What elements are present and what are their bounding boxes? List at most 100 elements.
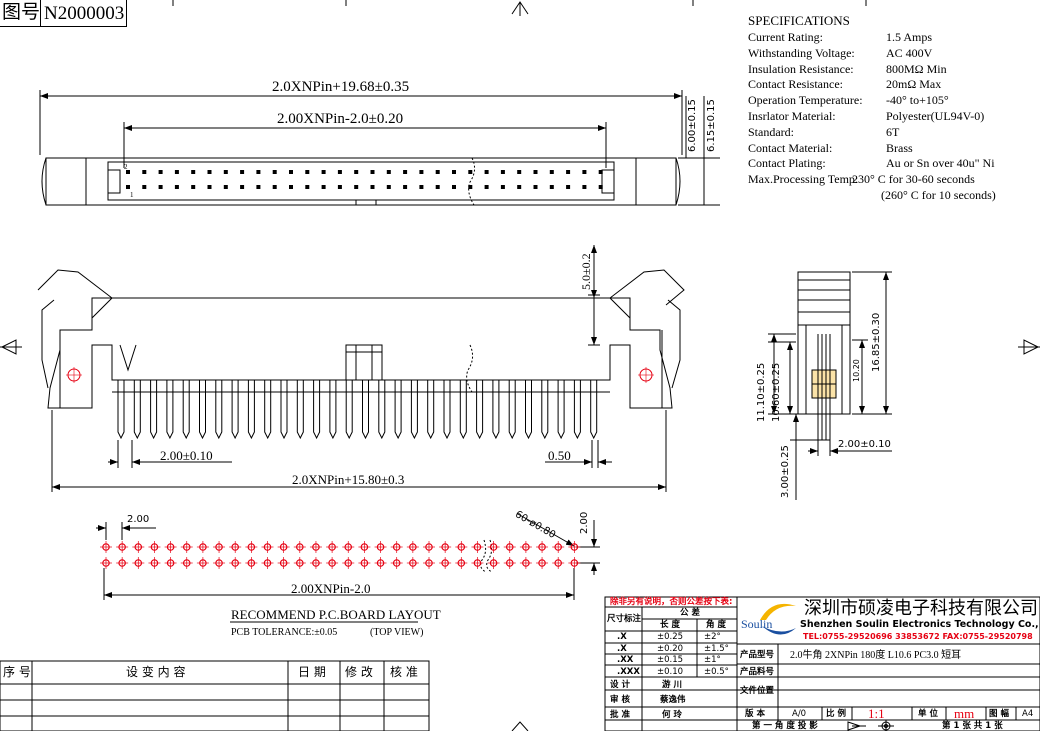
top-pin-square	[370, 185, 375, 189]
spec-key: Max.Processing Temp:	[748, 172, 859, 187]
top-pin-square	[321, 170, 326, 174]
front-pin	[443, 380, 451, 440]
spec-value: 20mΩ Max	[886, 77, 942, 92]
tolerance-angle: ±0.5°	[704, 666, 729, 677]
pcb-holes	[100, 541, 581, 569]
tb-version-label: 版 本	[745, 709, 765, 719]
top-pin-square	[321, 185, 326, 189]
dim-front-height: 5.0±0.2	[579, 253, 593, 290]
front-view-pins	[117, 380, 598, 440]
top-pin-square	[435, 170, 440, 174]
drawing-number-box: 图号 N2000003	[0, 0, 127, 27]
spec-key: Insrlator Material:	[748, 109, 836, 123]
top-pin-square	[598, 185, 603, 189]
tb-company-en: Shenzhen Soulin Electronics Technology C…	[800, 619, 1040, 630]
top-pin-square	[337, 170, 342, 174]
specifications-title: SPECIFICATIONS	[748, 13, 850, 28]
front-pin	[590, 380, 598, 440]
top-pin-square	[517, 170, 522, 174]
top-pin-square	[468, 170, 473, 174]
dim-top-h1: 6.00±0.15	[687, 99, 698, 152]
top-pin-square	[435, 185, 440, 189]
top-pin-square	[386, 170, 391, 174]
front-pin	[296, 380, 304, 440]
tb-design-name: 游 川	[662, 680, 682, 690]
pcb-tolerance: PCB TOLERANCE:±0.05	[231, 627, 338, 638]
front-pin	[329, 380, 337, 440]
top-pin-square	[403, 185, 408, 189]
tolerance-angle: ±2°	[704, 632, 721, 642]
top-pin-square	[142, 170, 147, 174]
top-pin-square	[289, 185, 293, 189]
title-block-lines	[604, 596, 1040, 731]
front-pin	[199, 380, 206, 440]
company-logo-swoosh	[760, 603, 796, 635]
tb-scale: 1:1	[868, 706, 885, 721]
front-pin	[264, 380, 272, 440]
spec-key: Operation Temperature:	[748, 93, 863, 108]
spec-key: Standard:	[748, 124, 794, 139]
top-pin-square	[452, 185, 456, 189]
dim-front-pin: 0.50	[548, 448, 571, 463]
top-pin-square	[223, 185, 228, 189]
tb-tel: TEL:0755-29520696 33853672 FAX:0755-2952…	[803, 632, 1033, 641]
drawing-number-label: 图号	[2, 1, 41, 23]
dim-top-pin2: 2	[124, 163, 128, 171]
front-pin	[427, 380, 435, 440]
tb-length: 长 度	[660, 620, 680, 630]
rev-header-modify: 修 改	[345, 665, 373, 679]
spec-value: -40° to+105°	[886, 93, 949, 108]
top-pin-square	[158, 170, 163, 174]
front-pin	[182, 380, 190, 440]
tb-file-label: 文件位置	[740, 686, 775, 696]
top-pin-square	[240, 185, 245, 189]
tb-size: A4	[1022, 709, 1034, 719]
dim-pcb-row: 2.00	[579, 511, 590, 534]
front-pin	[247, 380, 255, 440]
dim-top-h2: 6.15±0.15	[706, 99, 717, 152]
top-pin-square	[223, 170, 228, 174]
top-pin-square	[289, 170, 293, 174]
dim-side-h2: 10.60±0.25	[771, 362, 782, 422]
tb-projection: 第 一 角 度 投 影	[752, 721, 818, 731]
dim-side-h1: 11.10±0.25	[756, 362, 767, 422]
top-pin-square	[468, 185, 473, 189]
front-pin	[280, 380, 288, 440]
front-pin	[378, 380, 386, 440]
spec-value: Au or Sn over 40u" Ni	[886, 156, 995, 171]
top-pin-square	[484, 185, 489, 189]
tolerance-length: ±0.15	[657, 655, 684, 665]
front-pin	[573, 380, 581, 440]
front-pin	[492, 380, 500, 440]
top-pin-square	[403, 170, 408, 174]
spec-key: Contact Material:	[748, 140, 833, 155]
tolerance-mark: .XX	[617, 655, 634, 665]
spec-extra: (260° C for 10 seconds)	[881, 188, 996, 202]
tb-product-name-label: 产品型号	[740, 650, 775, 660]
top-pin-square	[582, 185, 587, 189]
drawing-number: N2000003	[44, 3, 125, 24]
top-pin-square	[272, 185, 277, 189]
tb-product-no-label: 产品料号	[740, 667, 775, 677]
spec-value: 800MΩ Min	[886, 61, 947, 76]
top-pin-square	[566, 170, 571, 174]
top-pin-square	[126, 185, 130, 189]
top-pin-square	[370, 170, 375, 174]
top-pin-square	[354, 185, 359, 189]
tb-unit: mm	[954, 706, 975, 721]
front-pin	[394, 380, 402, 440]
front-view	[37, 245, 685, 492]
front-pin	[410, 380, 418, 440]
top-pin-square	[305, 185, 310, 189]
top-pin-square	[174, 170, 179, 174]
top-pin-square	[500, 170, 505, 174]
tolerance-length: ±0.25	[657, 632, 684, 642]
tolerance-angle: ±1.5°	[704, 643, 729, 654]
spec-value: Polyester(UL94V-0)	[886, 109, 985, 123]
tolerance-length: ±0.20	[657, 643, 684, 654]
rev-header-date: 日 期	[298, 665, 326, 679]
front-pin	[508, 380, 516, 440]
dim-pcb-overall: 2.00XNPin-2.0	[291, 581, 371, 596]
